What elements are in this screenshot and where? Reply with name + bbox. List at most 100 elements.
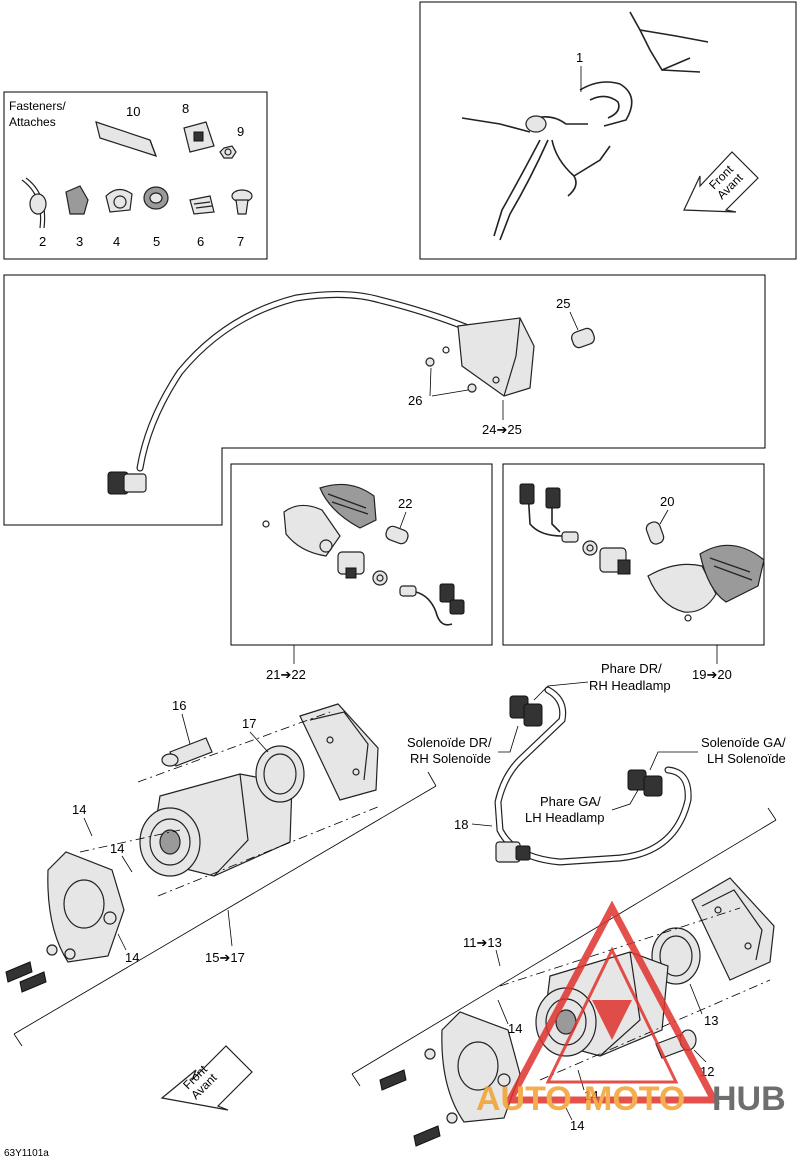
adjust-screws-left [5,944,76,993]
fastener-9-nut [219,145,237,159]
taillight-harness [107,290,472,495]
fastener-7-push-rivet [231,189,253,215]
right-signal-19 [647,544,765,622]
nuts-26 [425,357,477,397]
fasteners-title-line1: Fasteners/ [9,99,66,113]
bulb-22 [385,525,409,545]
label-5: 5 [153,234,160,249]
label-14-c: 14 [125,950,139,965]
watermark-auto: AUTO [476,1080,572,1118]
sol-dr-line2: RH Solenoïde [410,751,491,766]
center-line-left-1 [137,711,331,783]
center-line-right-1 [499,907,741,987]
label-13: 13 [704,1013,718,1028]
leader-14-b [121,855,133,873]
leader-14-d [497,999,509,1025]
bulb-16 [161,737,213,767]
center-line-left-3 [79,829,181,853]
fastener-3-clip [65,185,89,215]
front-arrow-bottom: Front Avant [160,1045,253,1111]
adjust-screws-right [379,1048,458,1147]
seal-ring-17 [255,745,305,803]
leader-14-c [117,933,127,951]
leader-25 [569,311,579,331]
leader-20 [659,509,669,525]
taillight-24 [442,317,535,397]
phare-dr-line2: RH Headlamp [589,678,671,693]
label-9: 9 [237,124,244,139]
fasteners-box [3,91,268,260]
leader-16 [181,713,191,745]
leader-15-17 [227,909,233,947]
taillight-box [3,274,766,526]
label-25: 25 [556,296,570,311]
leader-14-f [565,1107,573,1121]
label-26: 26 [408,393,422,408]
center-line-left-2 [157,805,381,897]
label-2: 2 [39,234,46,249]
group-tick-11-13-a [351,1073,361,1087]
leader-13 [689,983,703,1015]
label-6: 6 [197,234,204,249]
leader-14-e [577,1069,585,1091]
group-19-20: 19➔20 [692,667,732,682]
leader-sol-dr [498,725,519,753]
phare-ga-line1: Phare GA/ [540,794,601,809]
right-socket [519,483,631,575]
phare-ga-line2: LH Headlamp [525,810,605,825]
phare-dr-line1: Phare DR/ [601,661,662,676]
headlamp-bracket-right [691,877,775,981]
group-11-13: 11➔13 [463,935,502,950]
group-21-22: 21➔22 [266,667,306,682]
label-14-f: 14 [570,1118,584,1133]
label-3: 3 [76,234,83,249]
sol-ga-line1: Solenoïde GA/ [701,735,786,750]
group-tick-15-17-a [13,1033,23,1047]
front-arrow-top: Front Avant [683,151,759,213]
label-1: 1 [576,50,583,65]
leader-22 [399,511,407,529]
label-17: 17 [242,716,256,731]
mount-plate-right [441,1011,521,1123]
fastener-4-clamp [105,188,133,213]
group-15-17: 15➔17 [205,950,245,965]
label-14-d: 14 [508,1021,522,1036]
group-line-15-17 [13,785,437,1035]
bulb-25 [571,327,595,349]
group-tick-11-13-b [767,807,777,821]
headlamp-housing-left-15 [139,773,293,877]
leader-17 [249,731,269,753]
group-line-11-13 [351,819,777,1075]
leader-phare-ga [611,789,639,811]
label-4: 4 [113,234,120,249]
group-24-25: 24➔25 [482,422,522,437]
sol-dr-line1: Solenoïde DR/ [407,735,492,750]
group-tick-15-17-b [427,771,437,787]
leader-14-a [83,817,93,837]
fastener-8-clip [183,121,215,153]
label-7: 7 [237,234,244,249]
leader-phare-dr [533,681,589,701]
fastener-5-clamp [143,186,169,210]
label-8: 8 [182,101,189,116]
leader-12 [693,1049,707,1063]
label-14-b: 14 [110,841,124,856]
bulb-20 [645,521,665,545]
fastener-6-clip [189,195,215,215]
fastener-2-cable-tie [21,177,47,229]
watermark-hub: HUB [712,1080,786,1118]
watermark-logo: AUTO MOTO HUB [476,900,786,1118]
center-line-right-2 [539,979,771,1081]
label-10: 10 [126,104,140,119]
mount-plate-left [47,851,125,963]
label-16: 16 [172,698,186,713]
drawing-code: 63Y1101a [4,1148,49,1159]
watermark-moto: MOTO [584,1080,685,1118]
leader-18 [471,823,493,827]
leader-11-13 [495,949,501,967]
label-20: 20 [660,494,674,509]
right-signal-box [502,463,765,646]
leader-sol-ga [649,751,698,771]
headlamp-harness-18 [494,686,692,866]
